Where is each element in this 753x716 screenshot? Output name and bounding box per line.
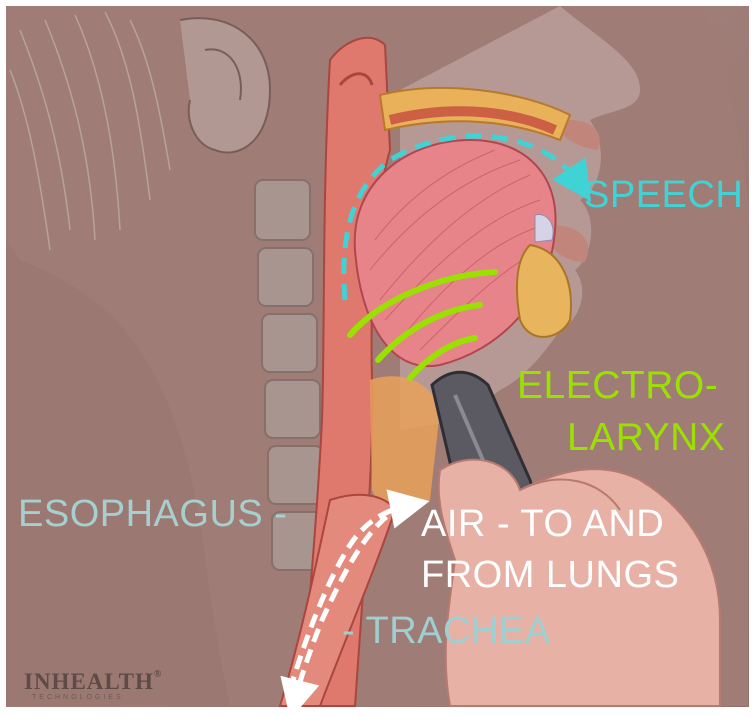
esophagus-label: ESOPHAGUS - (18, 495, 287, 533)
brand-tagline: TECHNOLOGIES (32, 694, 124, 701)
brand-logo: INHEALTH® (24, 670, 162, 693)
electrolarynx-label-line2: LARYNX (567, 418, 725, 457)
brand-mark: ® (154, 669, 162, 680)
larynx (370, 376, 440, 512)
electrolarynx-label-line1: ELECTRO- (517, 366, 718, 405)
air-label-line1: AIR - TO AND (421, 505, 664, 543)
speech-label: SPEECH (584, 176, 743, 214)
air-label-line2: FROM LUNGS (421, 556, 679, 594)
brand-name: INHEALTH (24, 669, 154, 694)
trachea-label: - TRACHEA (342, 612, 551, 650)
